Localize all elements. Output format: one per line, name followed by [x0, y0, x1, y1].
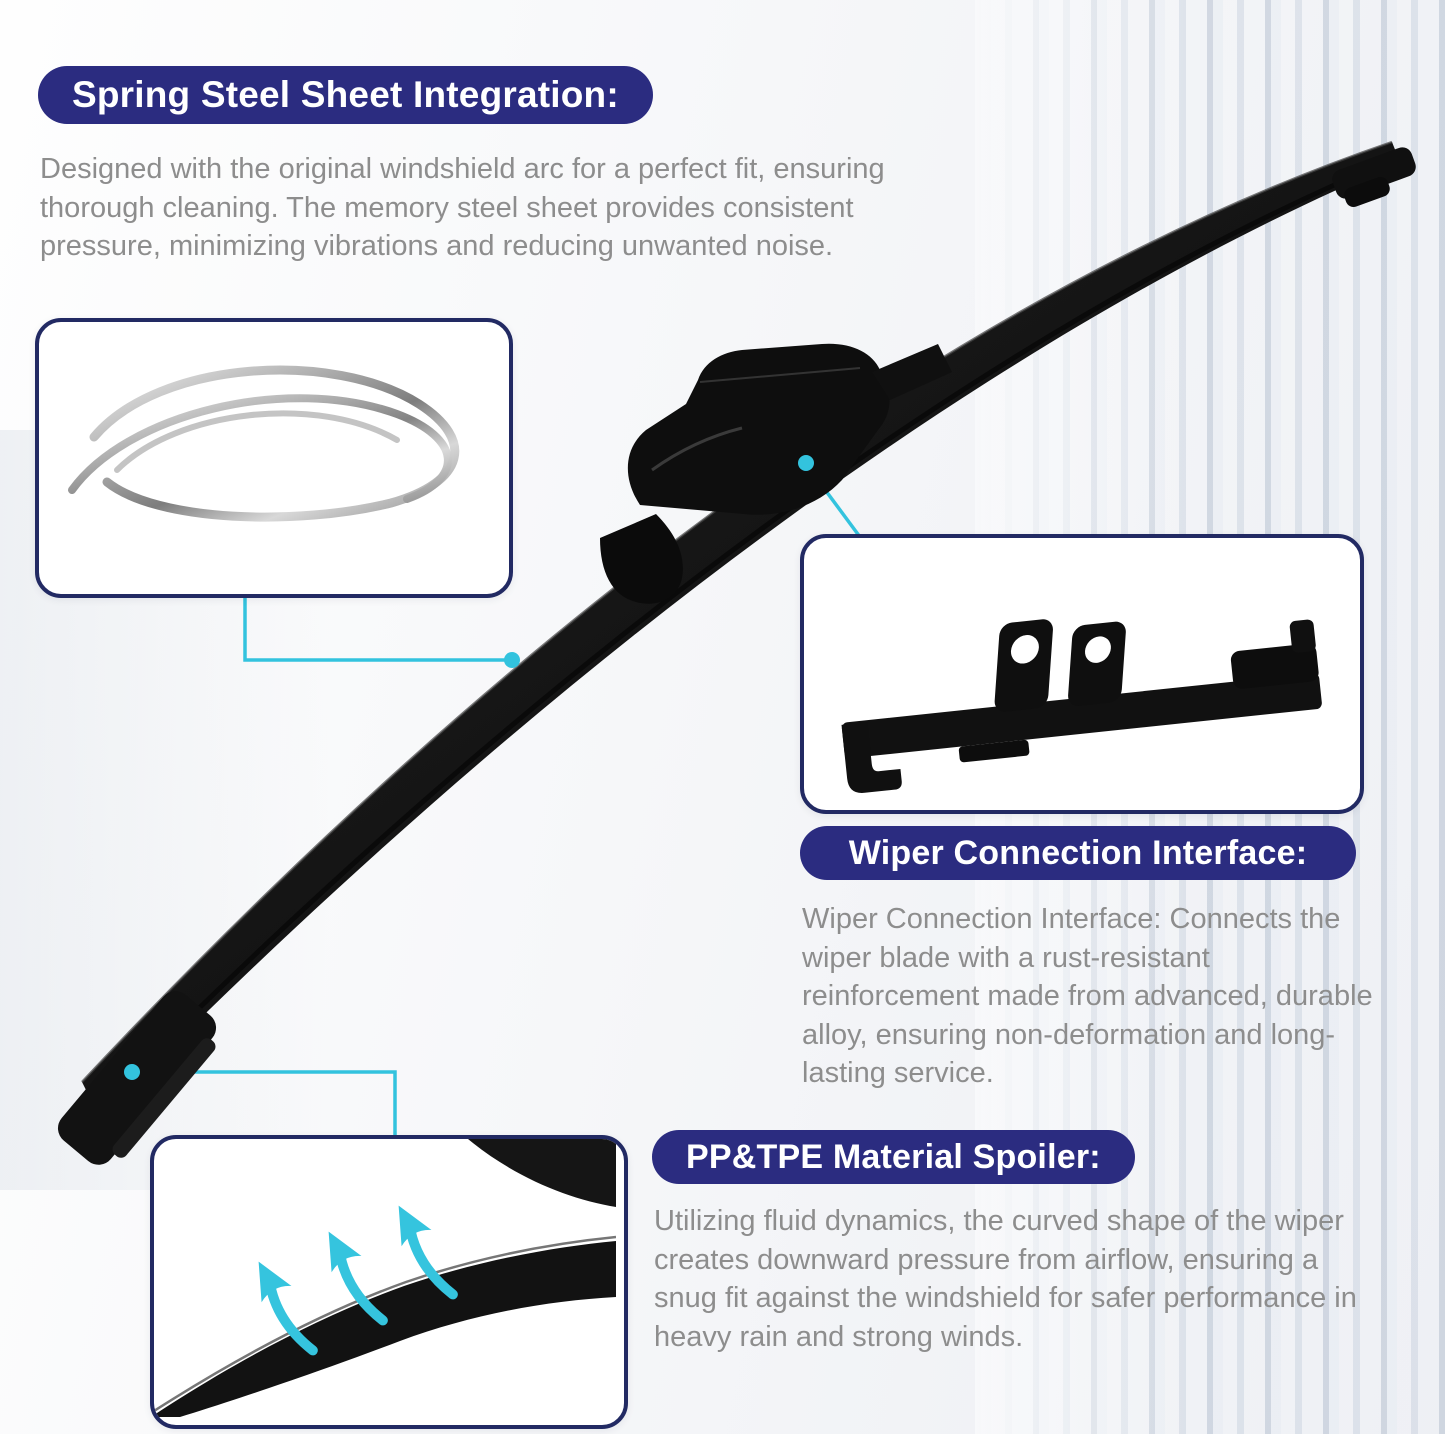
airflow-arrows	[258, 1205, 458, 1356]
connection-interface-callout-box	[800, 534, 1364, 814]
spoiler-airflow-icon	[154, 1139, 616, 1417]
spoiler-callout-box	[150, 1135, 628, 1429]
spoiler-title: PP&TPE Material Spoiler:	[652, 1130, 1135, 1184]
spring-steel-description: Designed with the original windshield ar…	[40, 153, 885, 263]
spoiler-description: Utilizing fluid dynamics, the curved sha…	[654, 1205, 1357, 1353]
spring-steel-title: Spring Steel Sheet Integration:	[38, 66, 653, 124]
spring-steel-callout-box	[35, 318, 513, 598]
blade-adapter	[600, 343, 952, 604]
connection-interface-title: Wiper Connection Interface:	[800, 826, 1356, 880]
spring-steel-sheets-icon	[68, 365, 460, 522]
connection-bracket-icon	[841, 619, 1322, 793]
callout-anchor-dots	[124, 455, 814, 1080]
connection-interface-description: Wiper Connection Interface: Connects the…	[802, 903, 1373, 1090]
